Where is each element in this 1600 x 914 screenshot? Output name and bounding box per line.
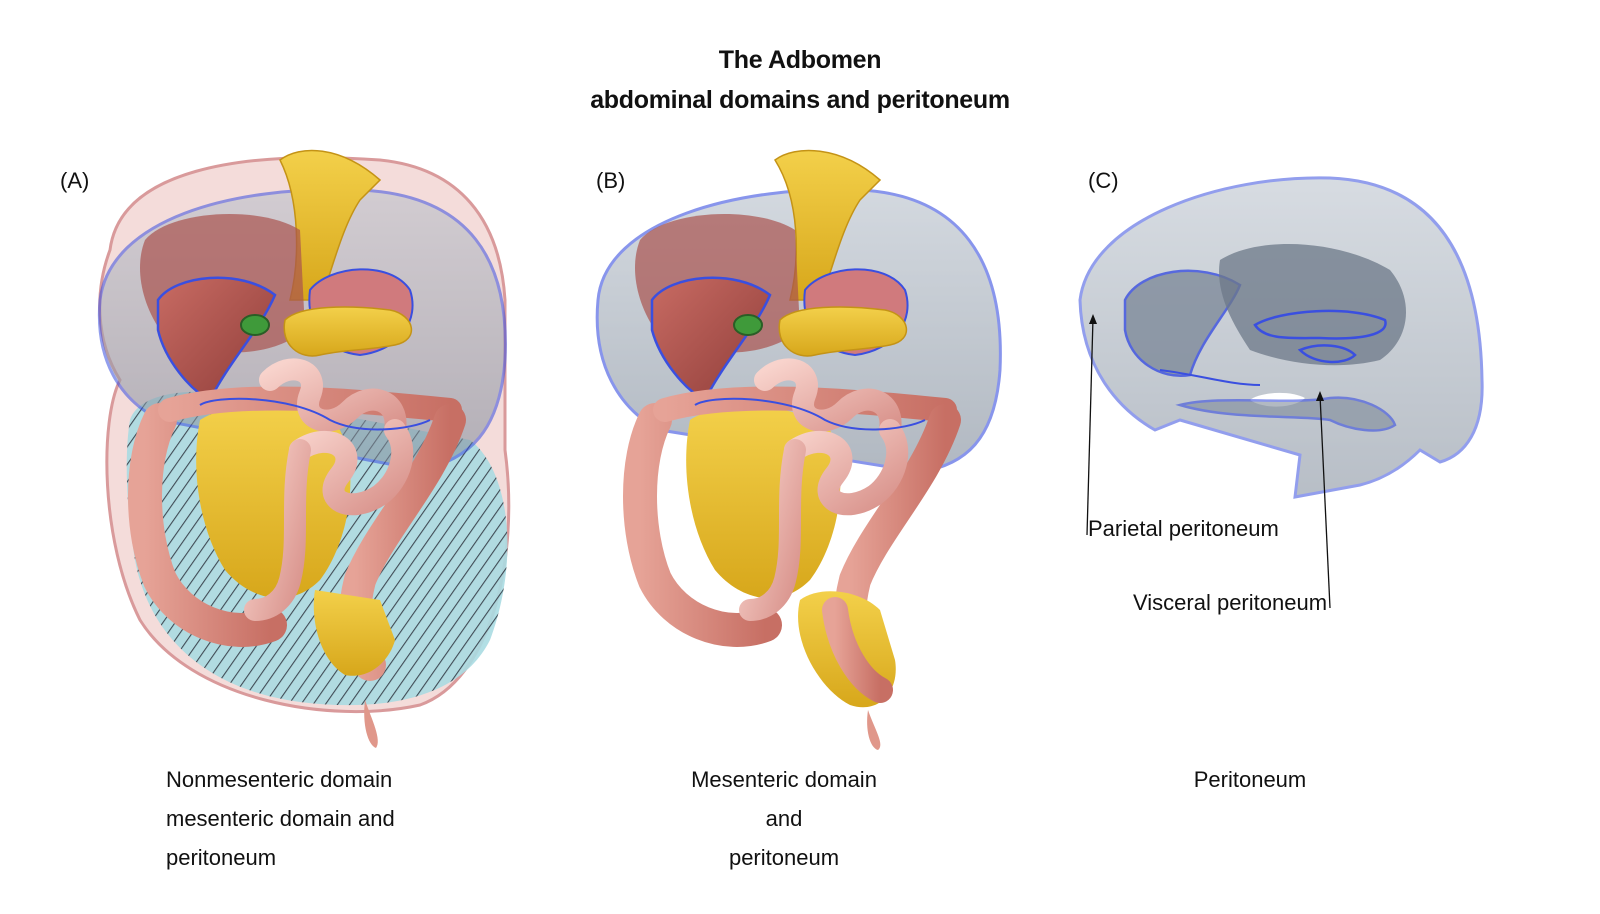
panel-c-caption-line-1: Peritoneum (1193, 767, 1307, 792)
panel-a-caption-line-3: peritoneum (166, 845, 277, 870)
panel-a-caption-line-2: mesenteric domain and (166, 806, 395, 831)
visceral-loop-2 (1297, 344, 1357, 364)
parietal-peritoneum-label: Parietal peritoneum (1088, 516, 1279, 541)
panel-c-label: (C) (1088, 168, 1119, 193)
colon-right-a (128, 403, 287, 647)
fat-stalk-b (773, 149, 882, 301)
panel-a-caption-line-1: Nonmesenteric domain (166, 767, 393, 792)
colon-right-b (623, 403, 782, 647)
small-bowel-a (244, 358, 414, 621)
visceral-lower-fold (1175, 396, 1397, 432)
panel-b-caption-line-1: Mesenteric domain (691, 767, 877, 792)
figure-title: The Adbomen abdominal domains and perito… (0, 40, 1600, 120)
panel-a-caption: Nonmesenteric domain mesenteric domain a… (166, 760, 395, 877)
parietal-pointer-arrow (1089, 314, 1097, 324)
panel-b-caption: Mesenteric domain and peritoneum (654, 760, 914, 877)
omentum-b (778, 306, 908, 357)
anus-b (867, 710, 881, 750)
visceral-liver-fold (1123, 269, 1242, 378)
panel-b-illustration (595, 149, 1002, 750)
rectum-b (822, 597, 893, 703)
panel-a-illustration (97, 149, 511, 748)
figure-title-line-2: abdominal domains and peritoneum (590, 86, 1010, 114)
visceral-pointer-arrow (1316, 391, 1324, 401)
parietal-pointer-line (1086, 317, 1094, 536)
gallbladder-b (733, 314, 763, 336)
visceral-loop-1 (1253, 309, 1387, 340)
panel-a-label: (A) (60, 168, 90, 193)
mesorectum-a (313, 590, 395, 676)
visceral-pointer-line (1319, 394, 1331, 609)
liver-a (156, 276, 277, 402)
liver-b (650, 276, 772, 402)
visceral-outline-a (199, 397, 431, 431)
panel-b-label: (B) (596, 168, 626, 193)
panel-b-caption-line-2: and (765, 806, 803, 831)
panel-b-caption-line-3: peritoneum (728, 845, 840, 870)
visceral-outline-c (1159, 369, 1261, 386)
omentum-a (283, 306, 413, 357)
fat-stalk-a (279, 149, 382, 301)
visceral-peritoneum-label: Visceral peritoneum (1133, 590, 1328, 615)
anus-a (364, 700, 378, 748)
gallbladder-a (240, 314, 270, 336)
panel-c-illustration (1078, 176, 1484, 609)
small-bowel-b (739, 358, 909, 621)
figure-title-line-1: The Adbomen (718, 46, 882, 74)
panel-c-caption: Peritoneum (1150, 760, 1350, 799)
visceral-outline-b (694, 397, 926, 431)
